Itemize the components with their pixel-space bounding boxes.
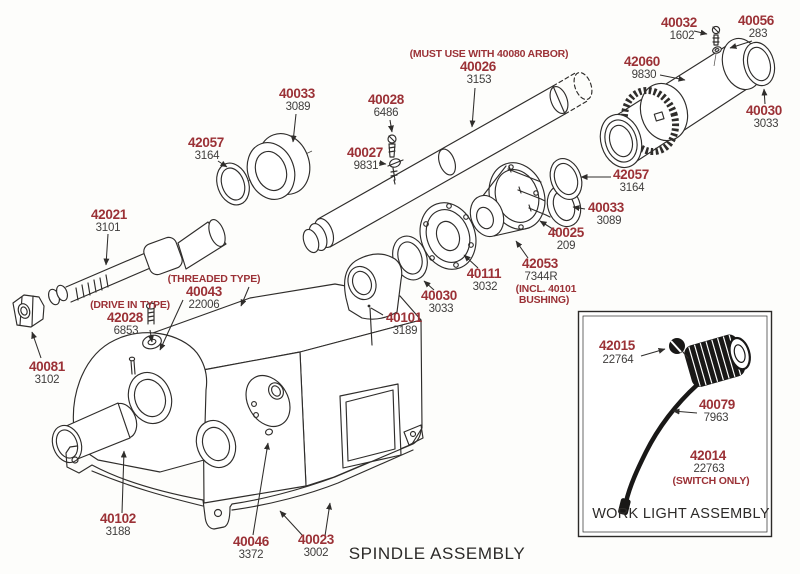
- part-label-40025: 40025: [548, 225, 585, 240]
- drive-in-stud-42028: [145, 302, 157, 325]
- sub-label-9830: 9830: [632, 69, 657, 81]
- work-light-inset: [577, 310, 773, 538]
- part-label-40111: 40111: [467, 266, 502, 281]
- part-label-40101: 40101: [386, 310, 423, 325]
- sub-label-7344R: 7344R: [525, 271, 558, 283]
- keyway-notch: [653, 111, 665, 122]
- retaining-ring-40030-right: [742, 41, 776, 87]
- part-label-42015: 42015: [599, 338, 636, 353]
- sub-label-7963: 7963: [704, 412, 729, 424]
- part-label-40032: 40032: [661, 15, 697, 30]
- mounting-ear-pad: [245, 374, 291, 436]
- diagram-title: SPINDLE ASSEMBLY: [349, 544, 526, 563]
- flange-40111: [419, 202, 477, 270]
- sub-label-3033-mid: 3033: [429, 303, 454, 315]
- switch-plug-42014: [618, 498, 631, 516]
- cord-40079: [623, 382, 700, 505]
- sub-label-283: 283: [749, 28, 768, 40]
- sub-label-1602: 1602: [670, 30, 695, 42]
- quill-sleeve-42060: [599, 37, 763, 169]
- part-label-42057-left: 42057: [188, 135, 224, 150]
- part-label-40033-right: 40033: [588, 200, 625, 215]
- part-label-40028: 40028: [368, 92, 405, 107]
- sub-label-3102: 3102: [35, 374, 60, 386]
- note-switch-only: (SWITCH ONLY): [673, 475, 750, 487]
- part-label-40030-right: 40030: [746, 103, 782, 118]
- sub-label-3032: 3032: [473, 281, 498, 293]
- sub-label-3101: 3101: [96, 222, 121, 234]
- sub-label-3372: 3372: [239, 549, 264, 561]
- sub-label-3188: 3188: [106, 526, 131, 538]
- seal-ring-42057-right: [549, 158, 583, 200]
- note-must-use-arbor: (MUST USE WITH 40080 ARBOR): [410, 48, 569, 60]
- part-label-40102: 40102: [100, 511, 136, 526]
- base-flange-gasket-40023: [65, 424, 424, 530]
- gear-head-casting: [51, 253, 424, 530]
- sub-label-9831: 9831: [354, 160, 379, 172]
- part-label-40079: 40079: [699, 397, 735, 412]
- note-threaded-type: (THREADED TYPE): [168, 273, 261, 285]
- oiler-pin: [128, 356, 136, 375]
- part-labels: 40032 1602 40056 283 42060 9830 40030 30…: [29, 13, 782, 563]
- sub-label-6853: 6853: [114, 325, 139, 337]
- note-bushing: BUSHING): [519, 294, 569, 306]
- sub-label-3002: 3002: [304, 547, 329, 559]
- clamp-42015: [669, 338, 689, 359]
- work-light-lamp: [684, 333, 751, 389]
- part-label-40033-left: 40033: [279, 86, 316, 101]
- part-label-42057-right: 42057: [613, 167, 649, 182]
- lamp-lens: [728, 336, 751, 371]
- gear-teeth-band: [620, 86, 680, 156]
- part-label-40046: 40046: [233, 534, 270, 549]
- sub-label-3164-right: 3164: [620, 182, 646, 194]
- washer-40056: [712, 46, 722, 67]
- part-label-40043: 40043: [186, 284, 223, 299]
- screw-40028: [387, 134, 397, 158]
- arbor-tube-40026: [302, 71, 593, 254]
- studs-40025: [507, 165, 551, 218]
- sub-label-22006: 22006: [189, 299, 220, 311]
- part-label-40023: 40023: [298, 532, 335, 547]
- sub-label-3033-right: 3033: [754, 118, 779, 130]
- part-label-40081: 40081: [29, 359, 66, 374]
- part-label-40027: 40027: [347, 145, 383, 160]
- clamp-screw-40027: [387, 158, 404, 185]
- sub-label-3089-right: 3089: [597, 215, 622, 227]
- part-label-42021: 42021: [91, 207, 128, 222]
- plug-40046: [264, 428, 274, 436]
- part-label-42028: 42028: [107, 310, 144, 325]
- spindle-bore: [127, 371, 173, 425]
- part-label-40056: 40056: [738, 13, 775, 28]
- note-incl-40101: (INCL. 40101: [516, 283, 577, 295]
- set-screw-40032: [711, 25, 721, 46]
- sub-label-3153: 3153: [467, 74, 492, 86]
- sub-label-209: 209: [557, 240, 576, 252]
- leader-arrows: [31, 29, 768, 537]
- lower-bore: [195, 419, 237, 469]
- note-drive-in-type: (DRIVE IN TYPE): [90, 299, 170, 311]
- bushing-housing-42053: [469, 162, 546, 238]
- sub-label-3089-left: 3089: [286, 101, 311, 113]
- part-label-40026: 40026: [460, 59, 497, 74]
- part-label-40030-mid: 40030: [421, 288, 457, 303]
- part-label-42053: 42053: [522, 256, 559, 271]
- sub-label-22763: 22763: [694, 463, 725, 475]
- part-label-42060: 42060: [624, 54, 660, 69]
- sub-label-22764: 22764: [603, 354, 635, 366]
- sub-label-3189: 3189: [393, 325, 418, 337]
- bearing-cup-40033-left: [246, 133, 311, 200]
- quill-sleeve-40102: [51, 402, 138, 464]
- drawbar-shaft-42021: [12, 219, 227, 328]
- sub-label-6486: 6486: [374, 107, 399, 119]
- part-label-42014: 42014: [690, 448, 727, 463]
- inset-title: WORK LIGHT ASSEMBLY: [592, 506, 770, 522]
- sub-label-3164-left: 3164: [195, 150, 221, 162]
